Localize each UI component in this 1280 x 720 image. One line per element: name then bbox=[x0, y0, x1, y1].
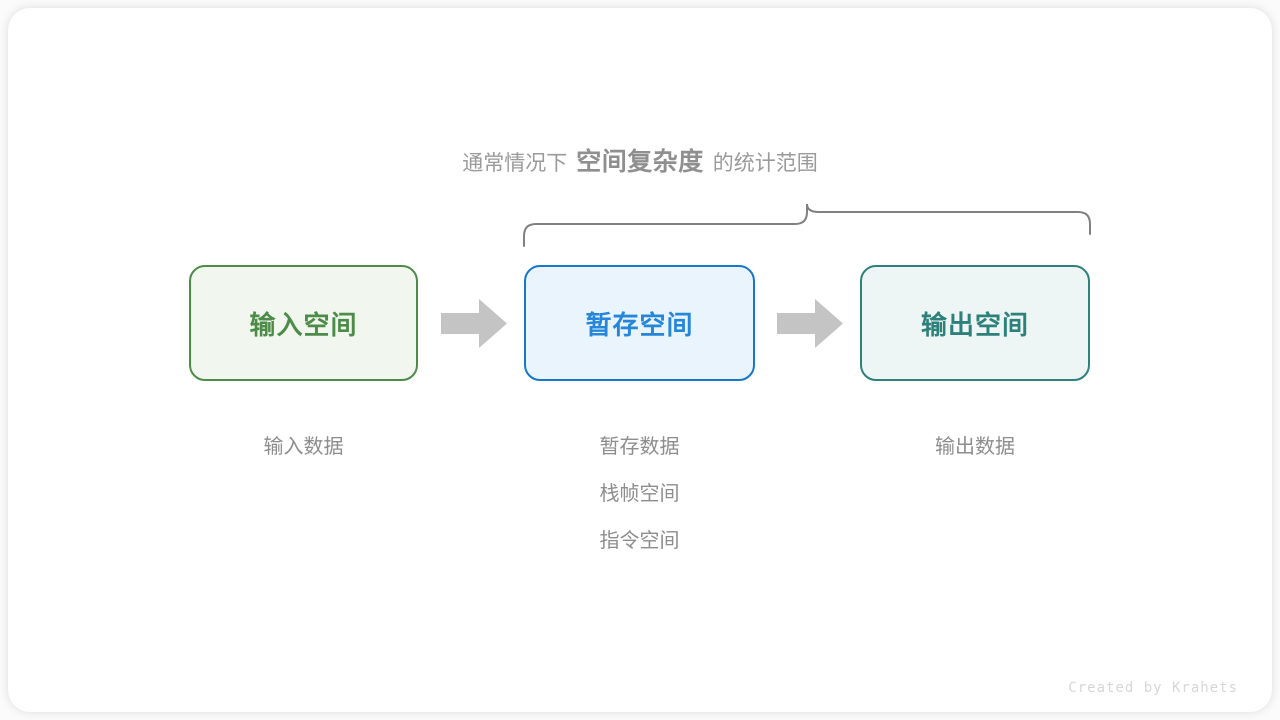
node-input-space-label: 输入空间 bbox=[249, 309, 358, 340]
node-output-space-label: 输出空间 bbox=[920, 309, 1029, 340]
caption-line: 栈帧空间 bbox=[599, 483, 680, 505]
watermark-credit: Created by Krahets bbox=[1068, 680, 1238, 696]
caption-line: 输入数据 bbox=[263, 436, 344, 458]
caption-temp-space: 暂存数据 栈帧空间 指令空间 bbox=[524, 424, 755, 565]
heading-emphasis: 空间复杂度 bbox=[576, 148, 704, 176]
diagram-heading: 通常情况下空间复杂度的统计范围 bbox=[0, 150, 1280, 175]
caption-line: 暂存数据 bbox=[599, 436, 680, 458]
node-input-space[interactable]: 输入空间 bbox=[189, 265, 418, 381]
arrow-right-icon bbox=[441, 299, 507, 353]
node-temp-space-label: 暂存空间 bbox=[585, 309, 694, 340]
heading-prefix: 通常情况下 bbox=[462, 152, 568, 175]
heading-suffix: 的统计范围 bbox=[712, 152, 818, 175]
caption-line: 指令空间 bbox=[599, 530, 680, 552]
node-temp-space[interactable]: 暂存空间 bbox=[524, 265, 755, 381]
caption-output-space: 输出数据 bbox=[860, 424, 1090, 471]
curly-brace-top bbox=[508, 196, 1108, 257]
arrow-right-icon bbox=[777, 299, 843, 353]
caption-line: 输出数据 bbox=[935, 436, 1015, 458]
caption-input-space: 输入数据 bbox=[189, 424, 418, 471]
node-output-space[interactable]: 输出空间 bbox=[860, 265, 1090, 381]
